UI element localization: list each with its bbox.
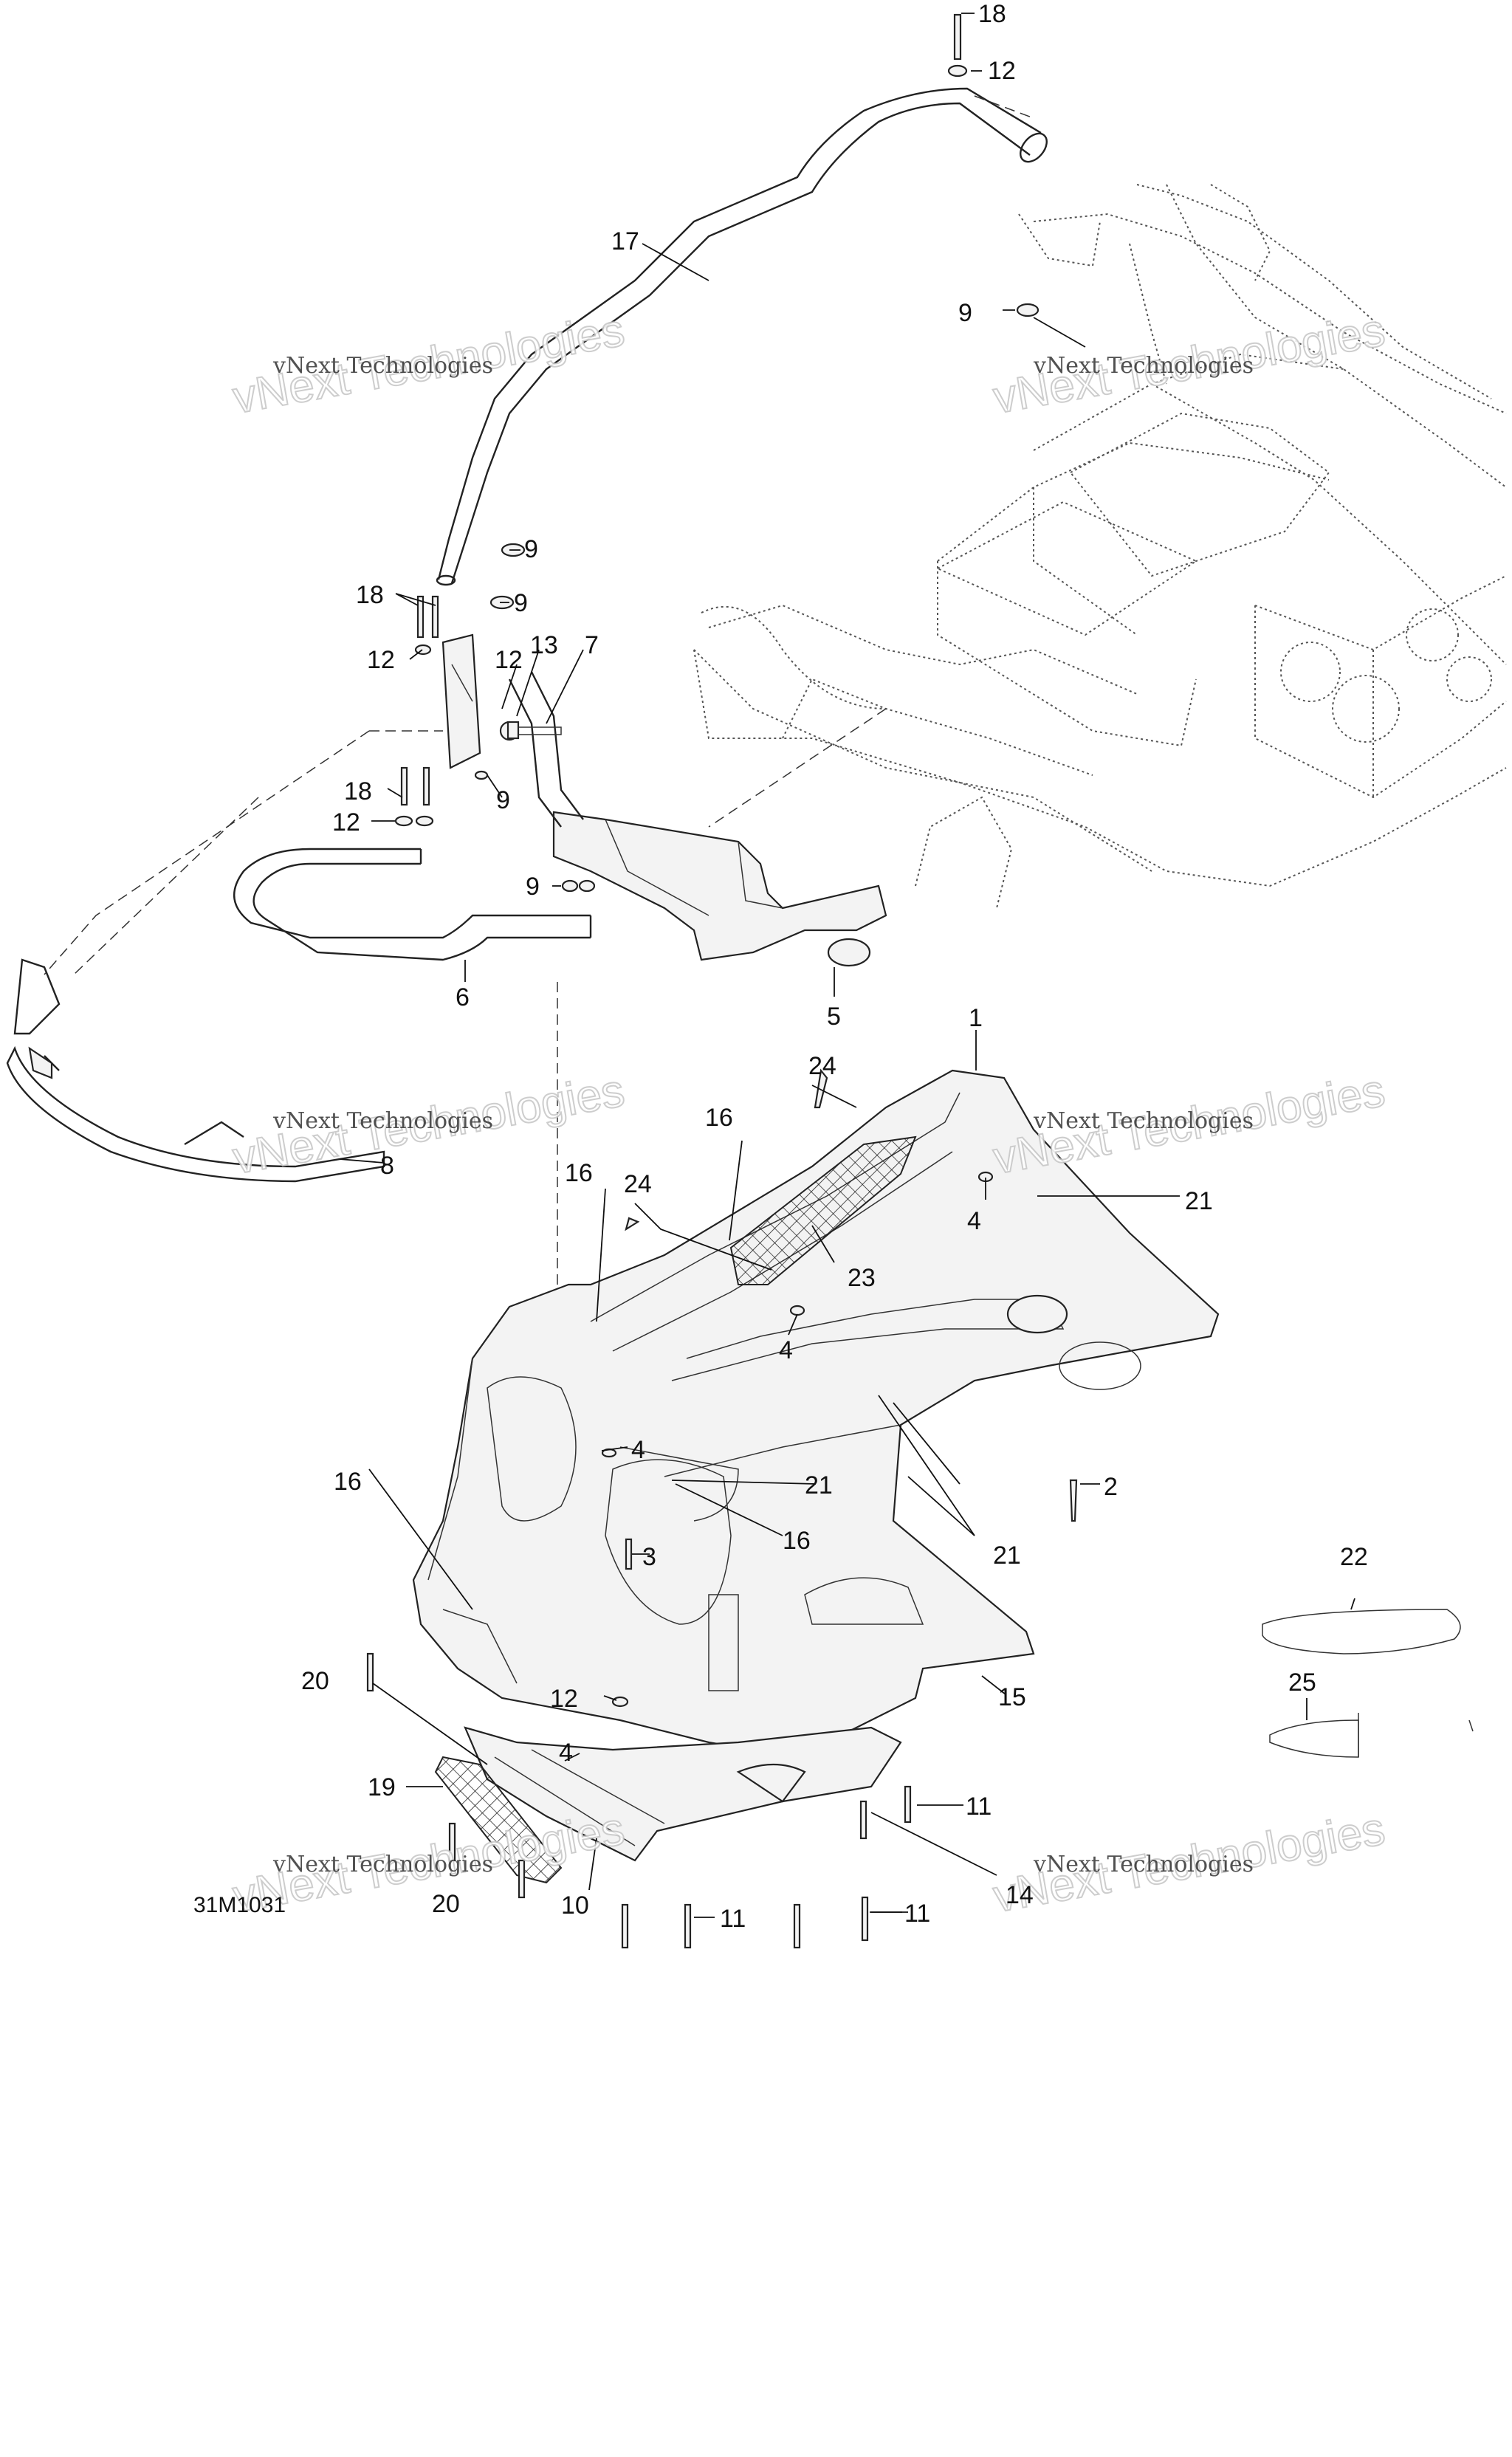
- decal-22: [1262, 1609, 1461, 1654]
- callout-12: 12: [332, 808, 360, 836]
- callout-20: 20: [432, 1890, 460, 1918]
- callout-21: 21: [1185, 1187, 1213, 1215]
- callout-3: 3: [642, 1543, 656, 1571]
- callout-18: 18: [356, 581, 384, 609]
- callout-10: 10: [561, 1891, 589, 1920]
- callout-16: 16: [334, 1468, 362, 1496]
- callout-9: 9: [524, 535, 538, 563]
- support-bracket-5: [441, 633, 887, 967]
- callout-9: 9: [496, 786, 510, 814]
- watermark-text-3: vNext Technologies: [272, 1108, 493, 1134]
- callout-24: 24: [808, 1052, 836, 1080]
- callout-9: 9: [526, 873, 540, 901]
- callout-1: 1: [969, 1004, 983, 1032]
- callout-15: 15: [998, 1683, 1026, 1711]
- callout-25: 25: [1288, 1669, 1316, 1697]
- watermark-text-4: vNext Technologies: [1033, 1108, 1254, 1134]
- callout-4: 4: [631, 1436, 645, 1464]
- callout-12: 12: [367, 646, 395, 674]
- bolt-7: [506, 721, 562, 740]
- callout-11: 11: [966, 1793, 992, 1821]
- callout-18: 18: [978, 0, 1006, 28]
- side-bumper-6: [233, 848, 592, 961]
- handle-bar-17: [436, 87, 1048, 586]
- callout-9: 9: [958, 299, 972, 327]
- figure-code: 31M1031: [193, 1893, 286, 1917]
- callout-17: 17: [611, 227, 639, 255]
- callout-12: 12: [550, 1685, 578, 1713]
- front-bumper-8: [6, 958, 385, 1183]
- callout-16: 16: [783, 1527, 811, 1555]
- callout-21: 21: [805, 1471, 833, 1499]
- callout-13: 13: [530, 631, 558, 659]
- callout-12: 12: [495, 646, 523, 674]
- callout-23: 23: [848, 1264, 876, 1292]
- callout-14: 14: [1006, 1881, 1034, 1909]
- callout-12: 12: [988, 57, 1016, 85]
- callout-4: 4: [559, 1739, 573, 1767]
- callout-11: 11: [720, 1905, 746, 1933]
- callout-19: 19: [368, 1773, 396, 1801]
- callout-11: 11: [904, 1900, 930, 1928]
- callout-2: 2: [1104, 1473, 1118, 1501]
- hardware: [366, 13, 1078, 1949]
- callout-4: 4: [779, 1336, 793, 1364]
- callout-18: 18: [344, 777, 372, 805]
- belly-pan-1: [412, 1069, 1220, 1759]
- decal-25: [1269, 1713, 1474, 1758]
- leader-lines: [339, 13, 1355, 1918]
- watermark-text-2: vNext Technologies: [1033, 353, 1254, 379]
- callout-24: 24: [624, 1170, 652, 1198]
- callout-9: 9: [514, 589, 528, 617]
- callout-8: 8: [380, 1152, 394, 1180]
- skid-plate-14: [464, 1726, 902, 1862]
- construction-lines: [44, 95, 1034, 1344]
- callout-20: 20: [301, 1667, 329, 1695]
- callout-5: 5: [827, 1003, 841, 1031]
- callout-22: 22: [1340, 1543, 1368, 1571]
- callout-labels: 18 12 17 9 9 9 18 12 12 13 7 9 18 12 9 5…: [193, 0, 1368, 1933]
- watermark-text-5: vNext Technologies: [272, 1852, 493, 1877]
- grille-19: [434, 1756, 563, 1884]
- callout-6: 6: [456, 983, 470, 1011]
- callout-16: 16: [705, 1104, 733, 1132]
- callout-7: 7: [585, 631, 599, 659]
- vehicle-frame-outline: [693, 184, 1507, 909]
- callout-4: 4: [967, 1207, 981, 1235]
- callout-16: 16: [565, 1159, 593, 1187]
- watermark-text-6: vNext Technologies: [1033, 1852, 1254, 1877]
- callout-21: 21: [993, 1542, 1021, 1570]
- watermark-text-1: vNext Technologies: [272, 353, 493, 379]
